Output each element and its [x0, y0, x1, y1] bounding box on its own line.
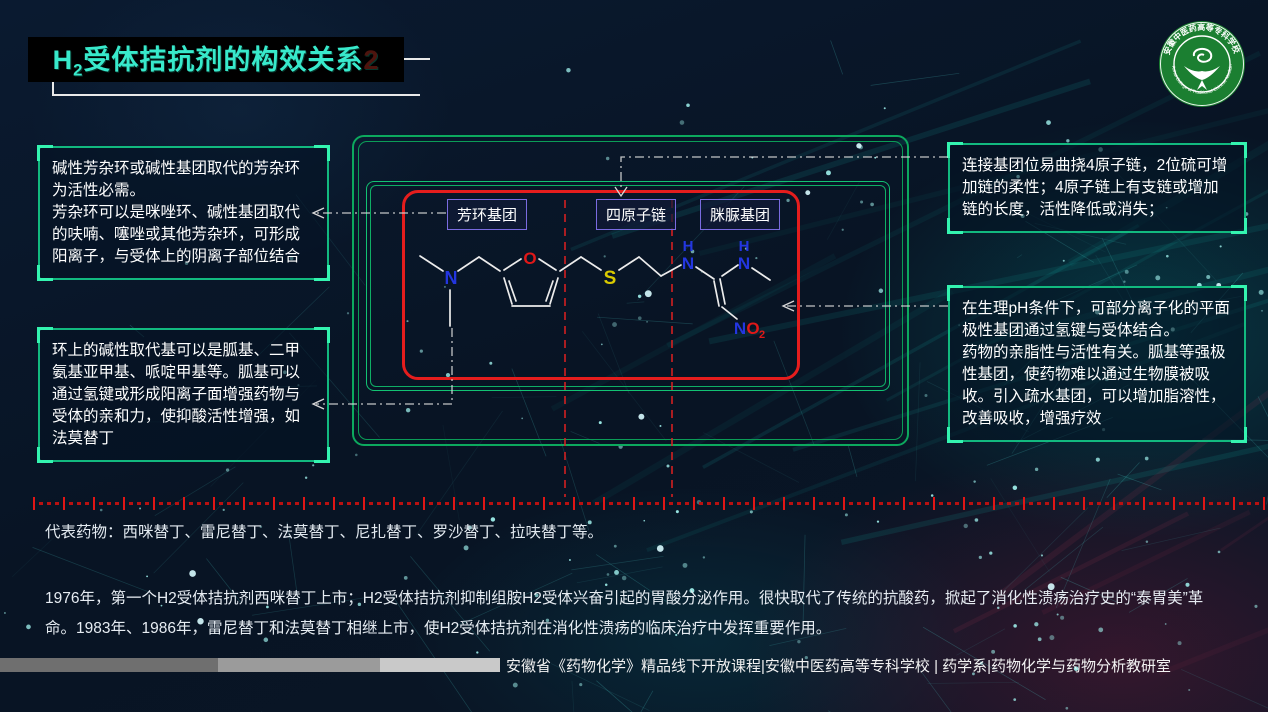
annotation-text-linker-chain: 连接基团位易曲挠4原子链，2位硫可增加链的柔性；4原子链上有支链或增加链的长度，… — [962, 157, 1228, 218]
annotation-text-polar-group: 在生理pH条件下，可部分离子化的平面极性基团通过氢键与受体结合。 药物的亲脂性与… — [962, 300, 1230, 427]
annotation-text-basic-substituent: 环上的碱性取代基可以是胍基、二甲氨基亚甲基、哌啶甲基等。胍基可以通过氢键或形成阳… — [52, 342, 301, 447]
annotation-box-linker-chain: 连接基团位易曲挠4原子链，2位硫可增加链的柔性；4原子链上有支链或增加链的长度，… — [947, 142, 1247, 234]
annotation-box-basic-substituent: 环上的碱性取代基可以是胍基、二甲氨基亚甲基、哌啶甲基等。胍基可以通过氢键或形成阳… — [37, 327, 330, 463]
title-band: H2受体拮抗剂的构效关系2 — [28, 37, 404, 82]
school-logo: 安徽中医药高等专科学校 Anhui College of Traditional… — [1158, 20, 1245, 107]
label-four-atom-chain: 四原子链 — [596, 199, 677, 230]
label-amidine-urea-group: 脒脲基团 — [700, 199, 781, 230]
title-bracket-underline — [52, 94, 420, 96]
representative-drugs-line: 代表药物：西咪替丁、雷尼替丁、法莫替丁、尼扎替丁、罗沙替丁、拉呋替丁等。 — [45, 524, 604, 541]
annotation-box-polar-group: 在生理pH条件下，可部分离子化的平面极性基团通过氢键与受体结合。 药物的亲脂性与… — [947, 285, 1247, 443]
title-h: H — [52, 45, 74, 76]
label-aromatic-group: 芳环基团 — [447, 199, 528, 230]
annotation-box-aromatic-ring: 碱性芳杂环或碱性基团取代的芳杂环为活性必需。 芳杂环可以是咪唑环、碱性基团取代的… — [37, 145, 330, 281]
title-ghost-number: 2 — [363, 45, 380, 76]
red-ruler-divider — [33, 496, 1266, 510]
footer-bar-light — [380, 658, 500, 672]
title-bracket-right-dash — [404, 58, 430, 60]
logo-swan-emblem — [1184, 48, 1220, 90]
label-four-atom-chain-text: 四原子链 — [606, 207, 667, 224]
title-subscript: 2 — [73, 60, 84, 80]
history-paragraph: 1976年，第一个H2受体拮抗剂西咪替丁上市；H2受体拮抗剂抑制组胺H2受体兴奋… — [45, 590, 1204, 637]
page-title: H2受体拮抗剂的构效关系2 — [53, 38, 380, 80]
footer-bar-dark — [0, 658, 218, 672]
diagram-outer-green-frame — [352, 135, 909, 446]
footer-course-text: 安徽省《药物化学》精品线下开放课程|安徽中医药高等专科学校 | 药学系|药物化学… — [506, 658, 1172, 675]
diagram-red-frame — [402, 190, 800, 380]
label-aromatic-group-text: 芳环基团 — [457, 207, 518, 224]
label-amidine-urea-group-text: 脒脲基团 — [710, 207, 771, 224]
title-rest: 受体拮抗剂的构效关系 — [83, 45, 364, 76]
footer-bar-medium — [218, 658, 380, 672]
annotation-text-aromatic-ring: 碱性芳杂环或碱性基团取代的芳杂环为活性必需。 芳杂环可以是咪唑环、碱性基团取代的… — [52, 160, 301, 265]
